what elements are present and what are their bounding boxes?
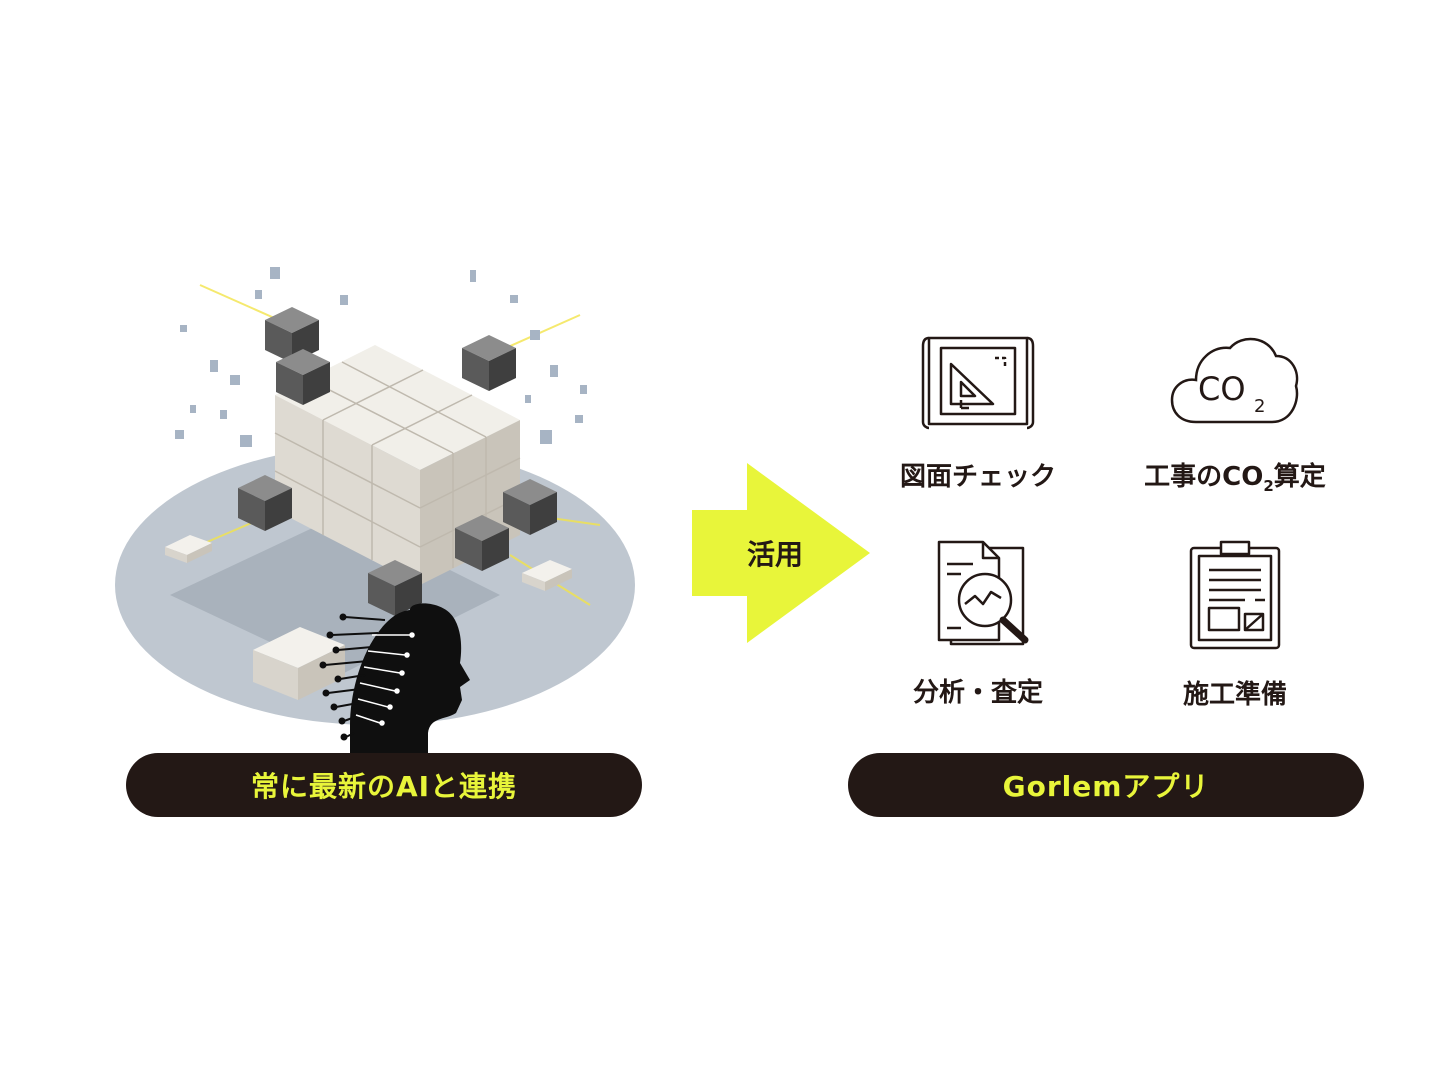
feature-construction-prep: 施工準備 — [1105, 540, 1365, 711]
gorlem-app-badge: Gorlemアプリ — [848, 753, 1364, 817]
co2-label-main: 工事のCO — [1144, 462, 1264, 492]
ai-integration-badge-label: 常に最新のAIと連携 — [250, 770, 518, 803]
feature-drawing-check: 図面チェック — [848, 330, 1108, 493]
feature-construction-prep-label: 施工準備 — [1182, 680, 1287, 710]
white-blocks — [165, 535, 572, 700]
co2-cloud-icon: CO 2 — [1170, 337, 1299, 424]
feature-drawing-check-label: 図面チェック — [899, 462, 1056, 492]
dark-cubes — [238, 307, 557, 616]
arrow-label: 活用 — [746, 538, 803, 571]
blueprint-icon — [921, 336, 1035, 430]
clipboard-icon — [1189, 540, 1281, 650]
feature-co2-calculation: CO 2 工事のCO2算定 — [1105, 330, 1365, 495]
scattered-pixels — [175, 267, 587, 447]
feature-analysis-label: 分析・査定 — [912, 678, 1043, 708]
analysis-magnifier-icon — [937, 540, 1029, 646]
feature-co2-calculation-label: 工事のCO2算定 — [1105, 456, 1365, 495]
ai-integration-badge: 常に最新のAIと連携 — [126, 753, 642, 817]
ai-cube-illustration — [115, 267, 635, 755]
co2-label-tail: 算定 — [1273, 462, 1326, 492]
co2-icon-text: CO — [1198, 370, 1246, 408]
white-cube-cluster — [274, 345, 521, 585]
co2-icon-subscript: 2 — [1254, 396, 1265, 417]
gorlem-app-badge-label: Gorlemアプリ — [1002, 770, 1210, 803]
feature-analysis: 分析・査定 — [848, 540, 1108, 709]
arrow-right-icon — [692, 463, 870, 643]
co2-label-subscript: 2 — [1263, 477, 1274, 496]
ai-head-silhouette-icon — [319, 603, 470, 755]
